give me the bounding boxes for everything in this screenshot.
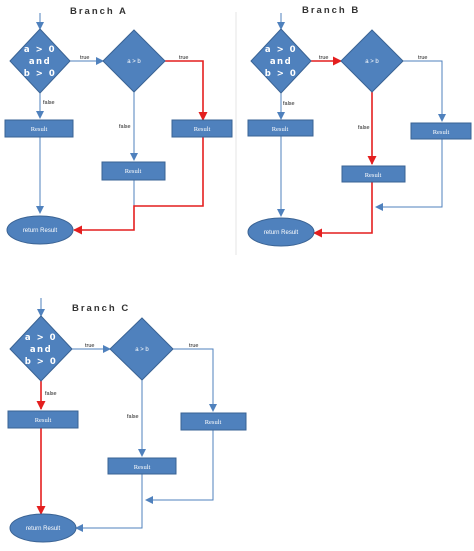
- branch-b-result-left-label: Result: [272, 126, 289, 133]
- branch-b-result-mid-label: Result: [365, 172, 382, 179]
- branch-c-result-left: [7, 410, 79, 429]
- branch-b-result-right-label: Result: [433, 129, 450, 136]
- branch-b-cond2-label: a > b: [365, 59, 379, 65]
- branch-b-mid-to-end-edge: [313, 182, 373, 238]
- branch-b-true-label-1: true: [319, 55, 328, 61]
- branch-c-result-mid-label: Result: [134, 464, 151, 471]
- branch-c-result-right: [180, 412, 247, 431]
- branch-a-cond1-line3: b > 0: [24, 69, 57, 79]
- branch-b-false-label-2: false: [358, 125, 370, 131]
- branch-b-cond1-line1: a > 0: [265, 45, 297, 55]
- branch-b-right-return-edge: [375, 139, 443, 211]
- branch-c-true-edge-2: [173, 348, 217, 412]
- branch-b-condition-1: [250, 28, 312, 94]
- branch-c-diagram: Branch C a > 0 and b > 0 a > b Result Re…: [7, 298, 247, 543]
- branch-a-true-edge-2: [165, 60, 208, 121]
- branch-c-end-label: return Result: [26, 526, 61, 532]
- branch-a-result-right-label: Result: [194, 126, 211, 133]
- branch-c-cond1-line3: b > 0: [25, 357, 58, 367]
- branch-a-end: [6, 215, 74, 245]
- branch-a-condition-1: [9, 28, 71, 94]
- branch-b-false-label-1: false: [283, 101, 295, 107]
- branch-c-condition-2: [109, 317, 174, 381]
- branch-b-diagram: Branch B a > 0 and b > 0 a > b Result Re…: [247, 5, 472, 247]
- branch-c-cond1-line2: and: [30, 345, 52, 355]
- branch-a-false-label-1: false: [43, 100, 55, 106]
- branch-b-result-right: [410, 122, 472, 140]
- branch-a-true-label-1: true: [80, 55, 89, 61]
- branch-a-cond2-label: a > b: [127, 59, 141, 65]
- branch-b-end-label: return Result: [264, 230, 299, 236]
- branch-b-true-edge-2: [403, 60, 446, 122]
- branch-c-true-label-1: true: [85, 343, 94, 349]
- branch-c-cond1-line1: a > 0: [25, 333, 57, 343]
- branch-c-condition-1: [9, 315, 73, 382]
- branch-a-condition-2: [102, 29, 166, 93]
- branch-c-result-mid: [107, 457, 177, 475]
- branch-b-condition-2: [340, 29, 404, 93]
- branch-a-result-right: [171, 119, 233, 138]
- branch-c-false-label-2: false: [127, 414, 139, 420]
- branch-a-result-left: [4, 119, 74, 138]
- branch-c-true-label-2: true: [189, 343, 198, 349]
- branch-a-result-left-label: Result: [31, 126, 48, 133]
- branch-a-cond1-line1: a > 0: [24, 45, 56, 55]
- branch-c-false-label-1: false: [45, 391, 57, 397]
- branch-c-right-return-edge: [145, 430, 214, 504]
- branch-a-result-mid: [101, 161, 166, 181]
- branch-a-title: Branch A: [70, 6, 128, 17]
- branch-a-true-label-2: true: [179, 55, 188, 61]
- branch-a-right-to-end-edge: [73, 137, 204, 235]
- branch-c-result-right-label: Result: [205, 419, 222, 426]
- branch-b-cond1-line3: b > 0: [265, 69, 298, 79]
- branch-c-mid-to-end-edge: [75, 474, 143, 532]
- branch-c-result-left-label: Result: [35, 417, 52, 424]
- branch-a-diagram: Branch A a > 0 and b > 0 a > b Result Re…: [4, 6, 233, 245]
- branch-a-end-label: return Result: [23, 228, 58, 234]
- branch-b-result-mid: [341, 165, 406, 183]
- branch-b-end: [247, 217, 315, 247]
- branch-c-cond2-label: a > b: [135, 347, 149, 353]
- branch-b-true-label-2: true: [418, 55, 427, 61]
- branch-b-cond1-line2: and: [270, 57, 292, 67]
- branch-c-title: Branch C: [72, 303, 130, 314]
- branch-a-cond1-line2: and: [29, 57, 51, 67]
- branch-b-result-left: [247, 119, 314, 137]
- branch-a-false-label-2: false: [119, 124, 131, 130]
- branch-b-title: Branch B: [302, 5, 360, 16]
- branch-a-result-mid-label: Result: [125, 168, 142, 175]
- branch-c-end: [9, 513, 77, 543]
